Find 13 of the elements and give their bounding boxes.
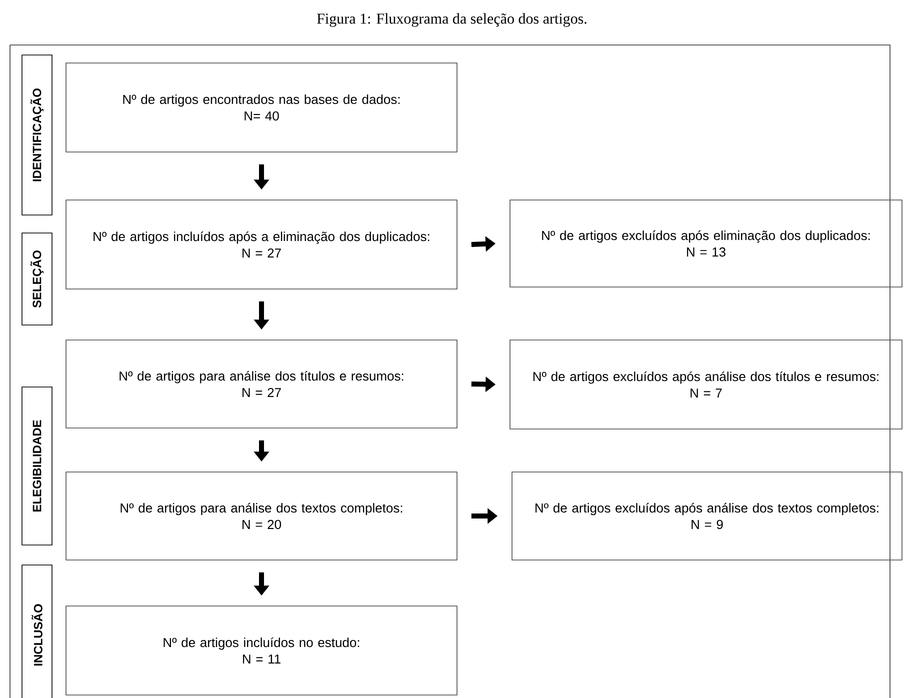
- process-box: Nº de artigos encontrados nas bases de dados: N= 40: [66, 62, 458, 152]
- stage-label: ELEGIBILIDADE: [22, 386, 52, 546]
- stage-label: SELEÇÃO: [22, 232, 52, 326]
- process-box: Nº de artigos para análise dos títulos e resumos: N = 27: [66, 340, 458, 428]
- process-box: Nº de artigos para análise dos textos completos: N = 20: [66, 472, 458, 560]
- stage-label: IDENTIFICAÇÃO: [22, 54, 52, 216]
- process-box: Nº de artigos incluídos após a eliminação dos duplicados: N = 27: [66, 200, 458, 290]
- stage-label: INCLUSÃO: [22, 564, 52, 698]
- figure-title: Figura 1: Fluxograma da seleção dos artigos.: [317, 13, 586, 27]
- process-box: Nº de artigos excluídos após eliminação dos duplicados: N = 13: [510, 200, 902, 288]
- process-box: Nº de artigos excluídos após análise dos textos completos: N = 9: [512, 472, 902, 560]
- process-box: Nº de artigos excluídos após análise dos títulos e resumos: N = 7: [510, 340, 902, 430]
- process-box: Nº de artigos incluídos no estudo: N = 11: [66, 606, 458, 696]
